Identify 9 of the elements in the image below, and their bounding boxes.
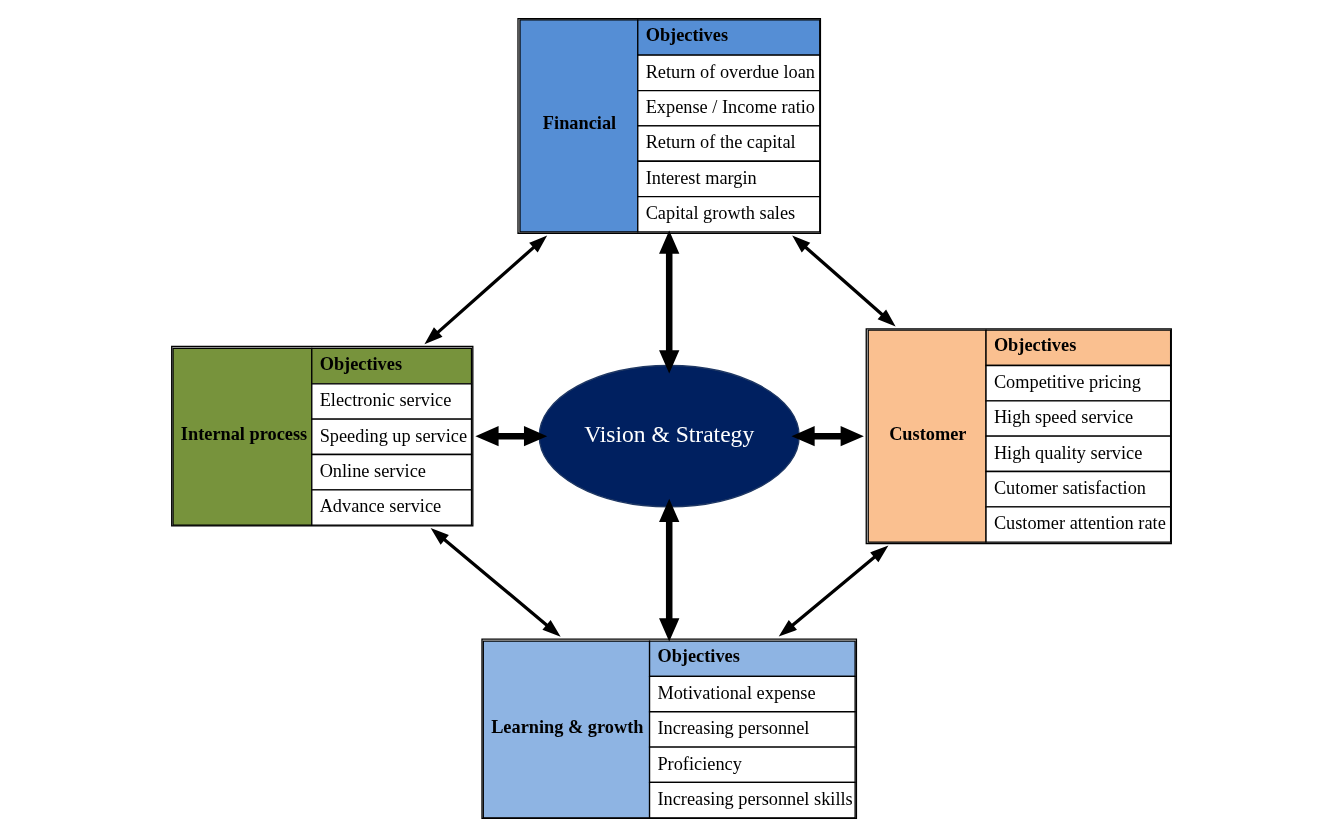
arrow	[424, 235, 548, 345]
arrow	[791, 426, 864, 447]
arrow	[475, 426, 548, 447]
arrow	[430, 528, 561, 637]
node-ellipse: Vision & Strategy	[538, 364, 800, 508]
arrow	[778, 545, 889, 637]
arrow	[659, 230, 680, 374]
arrow	[792, 235, 896, 327]
arrow	[659, 498, 680, 642]
